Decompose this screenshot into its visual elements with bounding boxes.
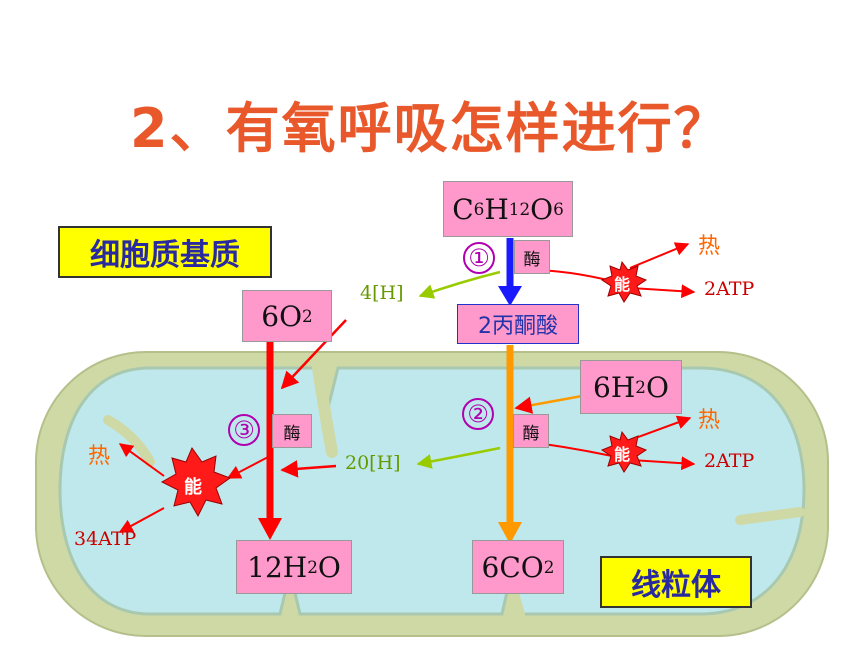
water-into-stage2 (514, 394, 583, 414)
oxygen-to-water-head (258, 518, 282, 540)
energy-label-3: 能 (184, 477, 202, 498)
slide-title: 2、有氧呼吸怎样进行？ (130, 97, 730, 160)
energy-star-1 (600, 260, 648, 303)
crista-2 (103, 415, 155, 467)
pyruvate-box: 2丙酮酸 (457, 304, 579, 344)
stage-1-marker: ① (463, 242, 495, 274)
atp-label-3: 34ATP (74, 528, 137, 550)
pyruvate-to-co2-head (498, 522, 522, 544)
stage3-atp-arrow (118, 507, 165, 533)
enzyme-3: 酶 (272, 414, 312, 448)
h20-arrow (416, 446, 501, 469)
enzyme-1: 酶 (514, 240, 550, 274)
stage3-energy-line (226, 455, 271, 479)
h4-arrow (418, 270, 501, 299)
h20-label: 20[H] (345, 452, 401, 474)
energy-star-3 (160, 446, 232, 518)
stage1-heat-arrow (629, 242, 690, 269)
enzyme-2: 酶 (513, 414, 549, 448)
heat-label-3: 热 (88, 444, 111, 469)
cytoplasm-label: 细胞质基质 (58, 226, 272, 278)
atp-label-2: 2ATP (704, 450, 755, 472)
h4-label: 4[H] (360, 282, 404, 304)
atp-label-1: 2ATP (704, 278, 755, 300)
stage2-atp-arrow (631, 456, 696, 471)
energy-label-2: 能 (614, 445, 631, 464)
stage-3-marker: ③ (228, 414, 260, 446)
h4-into-stage3 (280, 319, 347, 390)
stage3-heat-arrow (118, 443, 165, 477)
crista-1 (312, 362, 338, 458)
mitochondria-label: 线粒体 (600, 556, 752, 608)
stage2-heat-arrow (629, 415, 692, 441)
stage-2-marker: ② (462, 398, 494, 430)
heat-label-2: 热 (698, 408, 721, 433)
glucose-to-pyruvate-head (498, 286, 522, 306)
h20-into-stage3 (280, 460, 337, 478)
energy-star-2 (600, 430, 648, 473)
heat-label-1: 热 (698, 234, 721, 259)
energy-label-1: 能 (614, 275, 631, 294)
stage1-atp-arrow (631, 284, 696, 299)
crista-3 (735, 507, 805, 525)
